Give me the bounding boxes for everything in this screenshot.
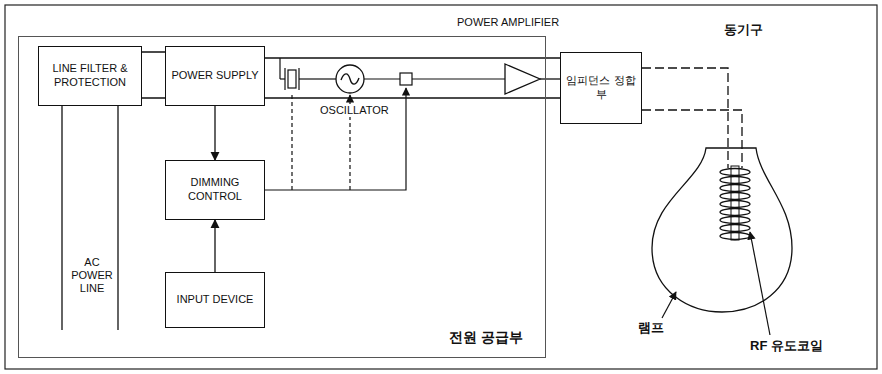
leader-lines xyxy=(662,232,770,335)
crystal-symbol xyxy=(280,58,336,90)
connector xyxy=(142,52,165,98)
impedance-matching-box: 임피던스 정합부 xyxy=(560,52,642,124)
part-label: 동기구 xyxy=(722,22,765,38)
control-lines xyxy=(265,88,406,190)
power-supply-box: POWER SUPPLY xyxy=(165,46,265,106)
ac-power-line xyxy=(62,106,118,330)
power-supply-region: 전원 공급부 LINE FILTER & PROTECTION POWER SUPP… xyxy=(18,36,546,358)
box-label: LINE FILTER & PROTECTION xyxy=(43,62,137,90)
box-label: 임피던스 정합부 xyxy=(565,74,637,102)
component-label: POWER AMPLIFIER xyxy=(455,16,561,29)
oscillator-symbol xyxy=(336,65,505,93)
connector xyxy=(214,106,215,160)
box-label: INPUT DEVICE xyxy=(177,293,254,307)
part-label: 램프 xyxy=(636,320,666,336)
lamp-bulb xyxy=(652,148,792,312)
rf-induction-coil xyxy=(720,166,750,240)
connector xyxy=(265,58,560,98)
amplifier-symbol xyxy=(505,64,560,94)
region-heading: 전원 공급부 xyxy=(449,329,523,347)
input-device-box: INPUT DEVICE xyxy=(165,272,265,328)
part-label: RF 유도코일 xyxy=(748,338,825,354)
signal-label: AC POWER LINE xyxy=(65,256,119,296)
filter-box: LINE FILTER & PROTECTION xyxy=(38,46,142,106)
box-label: DIMMING CONTROL xyxy=(170,176,260,204)
dimming-control-box: DIMMING CONTROL xyxy=(165,160,265,220)
component-label: OSCILLATOR xyxy=(318,104,391,117)
lamp-wires xyxy=(642,68,742,168)
box-label: POWER SUPPLY xyxy=(171,69,258,83)
connector xyxy=(214,220,215,272)
outer-frame xyxy=(5,5,877,369)
